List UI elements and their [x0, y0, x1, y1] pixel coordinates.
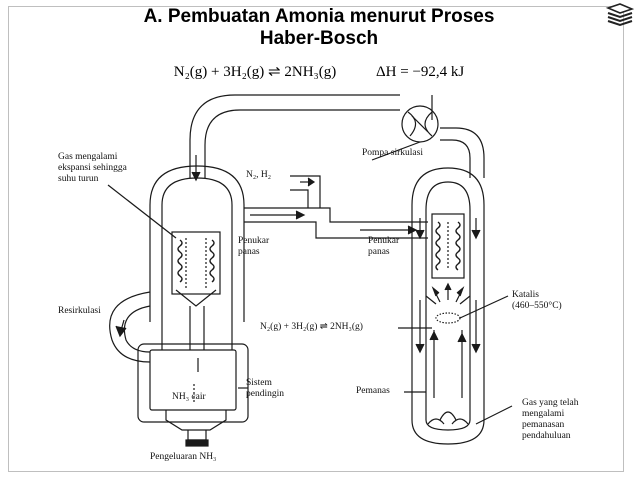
label-penukar-left-line1: Penukar [238, 236, 270, 246]
label-nh3-cair: NH₃ cair [172, 392, 206, 402]
label-gas-telah-line4: pendahuluan [522, 431, 571, 441]
label-penukar-panas-left: Penukar panas [238, 236, 269, 258]
label-pengeluaran-nh3: Pengeluaran NH₃ [150, 452, 217, 462]
pump-icon [401, 105, 439, 143]
label-inner-reaction: N₂(g) + 3H₂(g) ⇌ 2NH₃(g) [260, 322, 363, 332]
right-reactor [411, 167, 485, 445]
slide-title-line2: Haber-Bosch [259, 28, 379, 49]
label-penukar-right-line2: panas [368, 247, 390, 257]
label-katalis: Katalis (460–550°C) [512, 290, 562, 312]
label-gas-expansion: Gas mengalami ekspansi sehingga suhu tur… [58, 152, 127, 185]
label-n2-h2: N₂, H₂ [246, 170, 272, 180]
nh3-tank [137, 343, 249, 447]
slide-frame [8, 6, 624, 472]
slide-title-line1: A. Pembuatan Amonia menurut Proses [143, 6, 495, 27]
katalis-leader-line [459, 295, 509, 319]
label-gas-expansion-line3: suhu turun [58, 174, 99, 184]
gas-telah-leader-line [475, 405, 513, 425]
left-down-arrowhead [191, 171, 201, 182]
middle-pipe [244, 207, 428, 239]
label-gas-expansion-line1: Gas mengalami [58, 152, 118, 162]
left-heat-exchanger [149, 165, 245, 322]
label-gas-expansion-line2: ekspansi sehingga [58, 163, 127, 173]
label-gas-telah-line3: pemanasan [522, 420, 565, 430]
n2-h2-feed [290, 175, 321, 208]
label-gas-telah-line2: mengalami [522, 409, 565, 419]
label-katalis-line2: (460–550°C) [512, 301, 562, 311]
label-resirkulasi: Resirkulasi [58, 306, 101, 316]
catalyst-zone [425, 282, 471, 324]
pompa-leader-line [371, 141, 421, 161]
main-reaction: N₂(g) + 3H₂(g) ⇌ 2NH₃(g) ΔH = −92,4 kJ [0, 62, 638, 81]
recirculation-loop [109, 291, 151, 363]
label-penukar-right-line1: Penukar [368, 236, 400, 246]
slide-title: A. Pembuatan Amonia menurut Proses Haber… [0, 6, 638, 50]
label-gas-telah-line1: Gas yang telah [522, 398, 579, 408]
label-katalis-line1: Katalis [512, 290, 539, 300]
label-penukar-panas-right: Penukar panas [368, 236, 399, 258]
label-pemanas: Pemanas [356, 386, 390, 396]
main-reaction-enthalpy: ΔH = −92,4 kJ [376, 64, 465, 80]
top-circulation-pipe [189, 94, 485, 178]
main-reaction-equation: N₂(g) + 3H₂(g) ⇌ 2NH₃(g) [173, 64, 337, 80]
label-gas-telah: Gas yang telah mengalami pemanasan penda… [522, 398, 578, 442]
label-sistem-line1: Sistem [246, 378, 272, 388]
label-penukar-left-line2: panas [238, 247, 260, 257]
label-pompa-sirkulasi: Pompa sirkulasi [362, 148, 423, 158]
gas-expansion-leader-line [107, 184, 177, 239]
label-sistem-line2: pendingin [246, 389, 284, 399]
label-sistem-pendingin: Sistem pendingin [246, 378, 284, 400]
book-stack-icon [605, 3, 634, 27]
